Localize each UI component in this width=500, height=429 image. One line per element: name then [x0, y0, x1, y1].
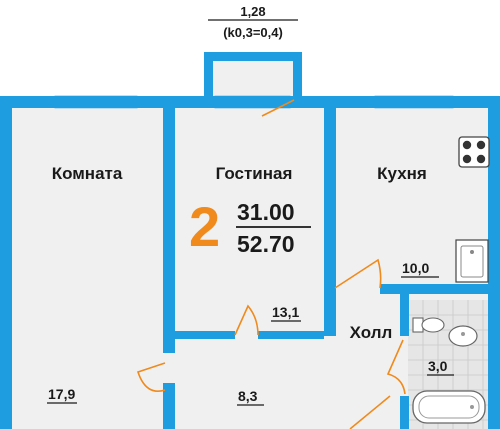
doors	[136, 99, 406, 429]
room-name-room1: Комната	[52, 164, 123, 183]
room-name-living: Гостиная	[216, 164, 293, 183]
bath-sink-icon	[448, 325, 478, 347]
floor	[0, 56, 500, 429]
area-kitchen: 10,0	[402, 260, 429, 276]
balcony-coefficient: (k0,3=0,4)	[223, 25, 283, 40]
balcony-area: 1,28	[240, 4, 265, 19]
total-area: 52.70	[237, 231, 295, 257]
area-living: 13,1	[272, 304, 299, 320]
bathtub-icon	[412, 390, 486, 424]
rooms-count: 2	[189, 195, 220, 258]
kitchen-sink-icon	[455, 239, 489, 283]
room-name-kitchen: Кухня	[377, 164, 427, 183]
toilet-icon	[412, 317, 445, 333]
living-area-total: 31.00	[237, 199, 295, 225]
room-name-hall: Холл	[350, 323, 393, 342]
walls	[0, 52, 500, 429]
area-room1: 17,9	[48, 386, 75, 402]
area-bath: 3,0	[428, 358, 448, 374]
stove-icon	[458, 136, 490, 168]
area-hall: 8,3	[238, 388, 258, 404]
